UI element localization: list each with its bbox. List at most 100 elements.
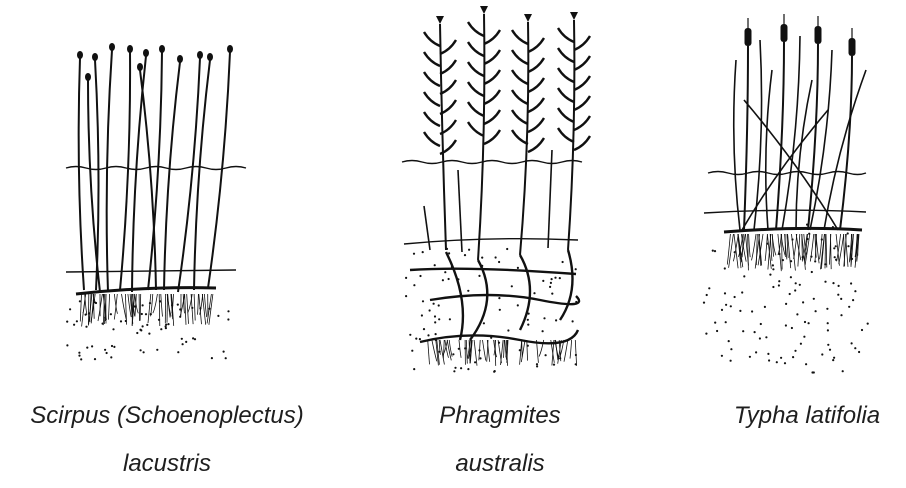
soil-dot xyxy=(464,254,466,256)
soil-dot xyxy=(804,321,806,323)
phragmites-rhizome xyxy=(420,330,578,343)
soil-dot xyxy=(146,324,148,326)
soil-dot xyxy=(778,284,780,286)
soil-dot xyxy=(419,338,421,340)
soil-dot xyxy=(791,327,793,329)
root-line xyxy=(575,340,576,366)
soil-dot xyxy=(721,309,723,311)
phragmites-leaf xyxy=(440,60,456,74)
soil-dot xyxy=(542,280,544,282)
soil-dot xyxy=(498,261,500,263)
typha-leaf xyxy=(734,60,740,230)
wetland-plants-figure: Scirpus (Schoenoplectus) lacustris Phrag… xyxy=(0,0,906,477)
soil-dot xyxy=(858,351,860,353)
soil-dot xyxy=(742,330,744,332)
phragmites-leaf xyxy=(512,30,528,44)
root-line xyxy=(80,294,81,322)
illustration-scirpus xyxy=(66,43,246,361)
soil-dot xyxy=(759,337,761,339)
soil-dot xyxy=(227,318,229,320)
soil-dot xyxy=(536,363,538,365)
phragmites-leaf xyxy=(424,52,440,66)
root-line xyxy=(161,294,163,317)
scirpus-seed-head xyxy=(159,45,165,53)
soil-dot xyxy=(765,336,767,338)
soil-dot xyxy=(120,320,122,322)
soil-dot xyxy=(434,264,436,266)
soil-dot xyxy=(550,282,552,284)
soil-dot xyxy=(772,264,774,266)
phragmites-leaf xyxy=(558,108,574,122)
root-line xyxy=(198,294,199,315)
soil-dot xyxy=(721,355,723,357)
caption-scirpus-line2: lacustris xyxy=(0,440,334,488)
soil-dot xyxy=(766,243,768,245)
soil-dot xyxy=(150,313,152,315)
soil-dot xyxy=(429,309,431,311)
soil-dot xyxy=(449,318,451,320)
soil-dot xyxy=(439,351,441,353)
soil-dot xyxy=(850,282,852,284)
scirpus-stem xyxy=(79,58,84,290)
soil-dot xyxy=(413,368,415,370)
scirpus-seed-head xyxy=(143,49,149,57)
soil-dot xyxy=(181,338,183,340)
scirpus-stem xyxy=(194,60,210,290)
phragmites-leaf xyxy=(512,70,528,84)
soil-dot xyxy=(136,332,138,334)
soil-dot xyxy=(104,317,106,319)
soil-dot xyxy=(192,337,194,339)
soil-dot xyxy=(834,256,836,258)
soil-dot xyxy=(847,232,849,234)
soil-dot xyxy=(490,337,492,339)
soil-dot xyxy=(171,304,173,306)
soil-dot xyxy=(754,331,756,333)
soil-dot xyxy=(835,245,837,247)
scirpus-seed-head xyxy=(85,73,91,81)
soil-dot xyxy=(833,357,835,359)
soil-dot xyxy=(527,319,529,321)
soil-dot xyxy=(498,297,500,299)
phragmites-leaf xyxy=(468,102,484,116)
soil-dot xyxy=(86,347,88,349)
soil-dot xyxy=(211,357,213,359)
soil-dot xyxy=(91,345,93,347)
soil-dot xyxy=(805,363,807,365)
soil-dot xyxy=(555,319,557,321)
soil-dot xyxy=(813,298,815,300)
phragmites-leaf xyxy=(528,118,544,132)
soil-dot xyxy=(826,308,828,310)
soil-dot xyxy=(575,363,577,365)
soil-dot xyxy=(827,344,829,346)
soil-dot xyxy=(792,356,794,358)
soil-dot xyxy=(413,253,415,255)
soil-dot xyxy=(772,286,774,288)
soil-dot xyxy=(739,310,741,312)
soil-dot xyxy=(784,362,786,364)
soil-dot xyxy=(790,276,792,278)
soil-dot xyxy=(479,357,481,359)
phragmites-leaf xyxy=(440,80,456,94)
soil-dot xyxy=(796,313,798,315)
soil-dot xyxy=(814,260,816,262)
soil-dot xyxy=(778,253,780,255)
soil-dot xyxy=(158,319,160,321)
phragmites-leaf xyxy=(512,110,528,124)
phragmites-leaf xyxy=(528,98,544,112)
soil-dot xyxy=(764,306,766,308)
soil-dot xyxy=(478,275,480,277)
soil-dot xyxy=(66,344,68,346)
soil-dot xyxy=(223,351,225,353)
soil-dot xyxy=(840,298,842,300)
soil-dot xyxy=(446,248,448,250)
scirpus-seed-head xyxy=(77,51,83,59)
typha-stem xyxy=(744,46,748,230)
soil-dot xyxy=(782,259,784,261)
soil-dot xyxy=(507,329,509,331)
caption-scirpus-line1: Scirpus (Schoenoplectus) xyxy=(0,392,334,440)
soil-dot xyxy=(85,314,87,316)
phragmites-leaf xyxy=(512,50,528,64)
root-line xyxy=(202,294,205,325)
soil-dot xyxy=(517,304,519,306)
scirpus-stem xyxy=(178,58,200,292)
